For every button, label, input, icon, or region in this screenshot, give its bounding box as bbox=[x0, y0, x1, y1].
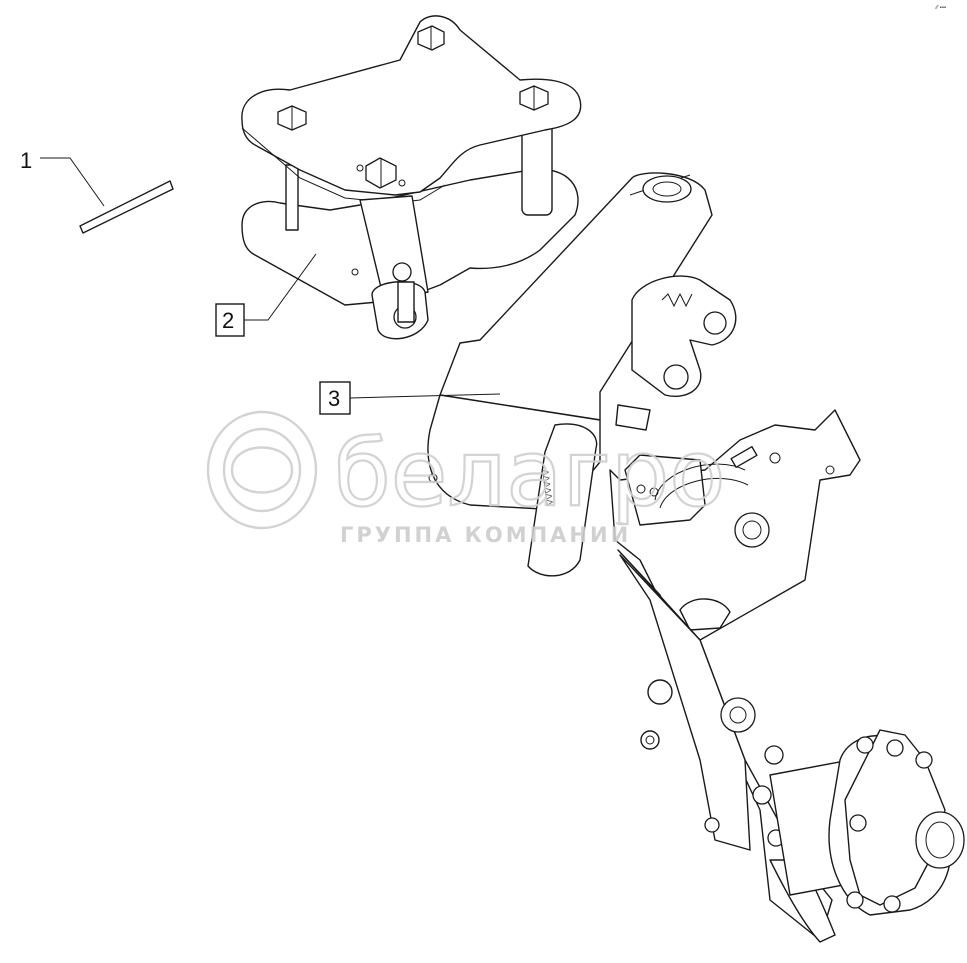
callout-number: 2 bbox=[222, 308, 234, 333]
callout-3: 3 bbox=[319, 381, 501, 415]
callout-number: 1 bbox=[20, 148, 32, 173]
hex-bolt-icon bbox=[277, 105, 307, 131]
decal-strip-part bbox=[79, 180, 174, 234]
wheel-hub-icon bbox=[828, 729, 965, 916]
bracket-assembly-part bbox=[241, 15, 582, 340]
watermark-logo-icon bbox=[206, 410, 318, 530]
callout-number: 3 bbox=[328, 386, 340, 411]
hex-bolt-icon bbox=[365, 157, 397, 189]
corner-mark: ∕∕ ▪▪▪ bbox=[934, 4, 946, 11]
callout-2: 2 bbox=[215, 253, 317, 337]
watermark: белагро ГРУППА КОМПАНИЙ bbox=[206, 410, 727, 547]
hex-bolt-icon bbox=[519, 85, 549, 111]
watermark-subtitle: ГРУППА КОМПАНИЙ bbox=[340, 522, 631, 547]
hex-bolt-icon bbox=[417, 25, 445, 51]
clamp-marking: ΔΔΔΔΔΔ bbox=[540, 469, 555, 506]
callout-1: 1 bbox=[20, 148, 105, 207]
frame-leg-assembly-part: ΔΔΔΔΔΔ bbox=[427, 172, 965, 943]
watermark-brand: белагро bbox=[334, 420, 726, 527]
coil-spring-icon bbox=[661, 292, 693, 308]
